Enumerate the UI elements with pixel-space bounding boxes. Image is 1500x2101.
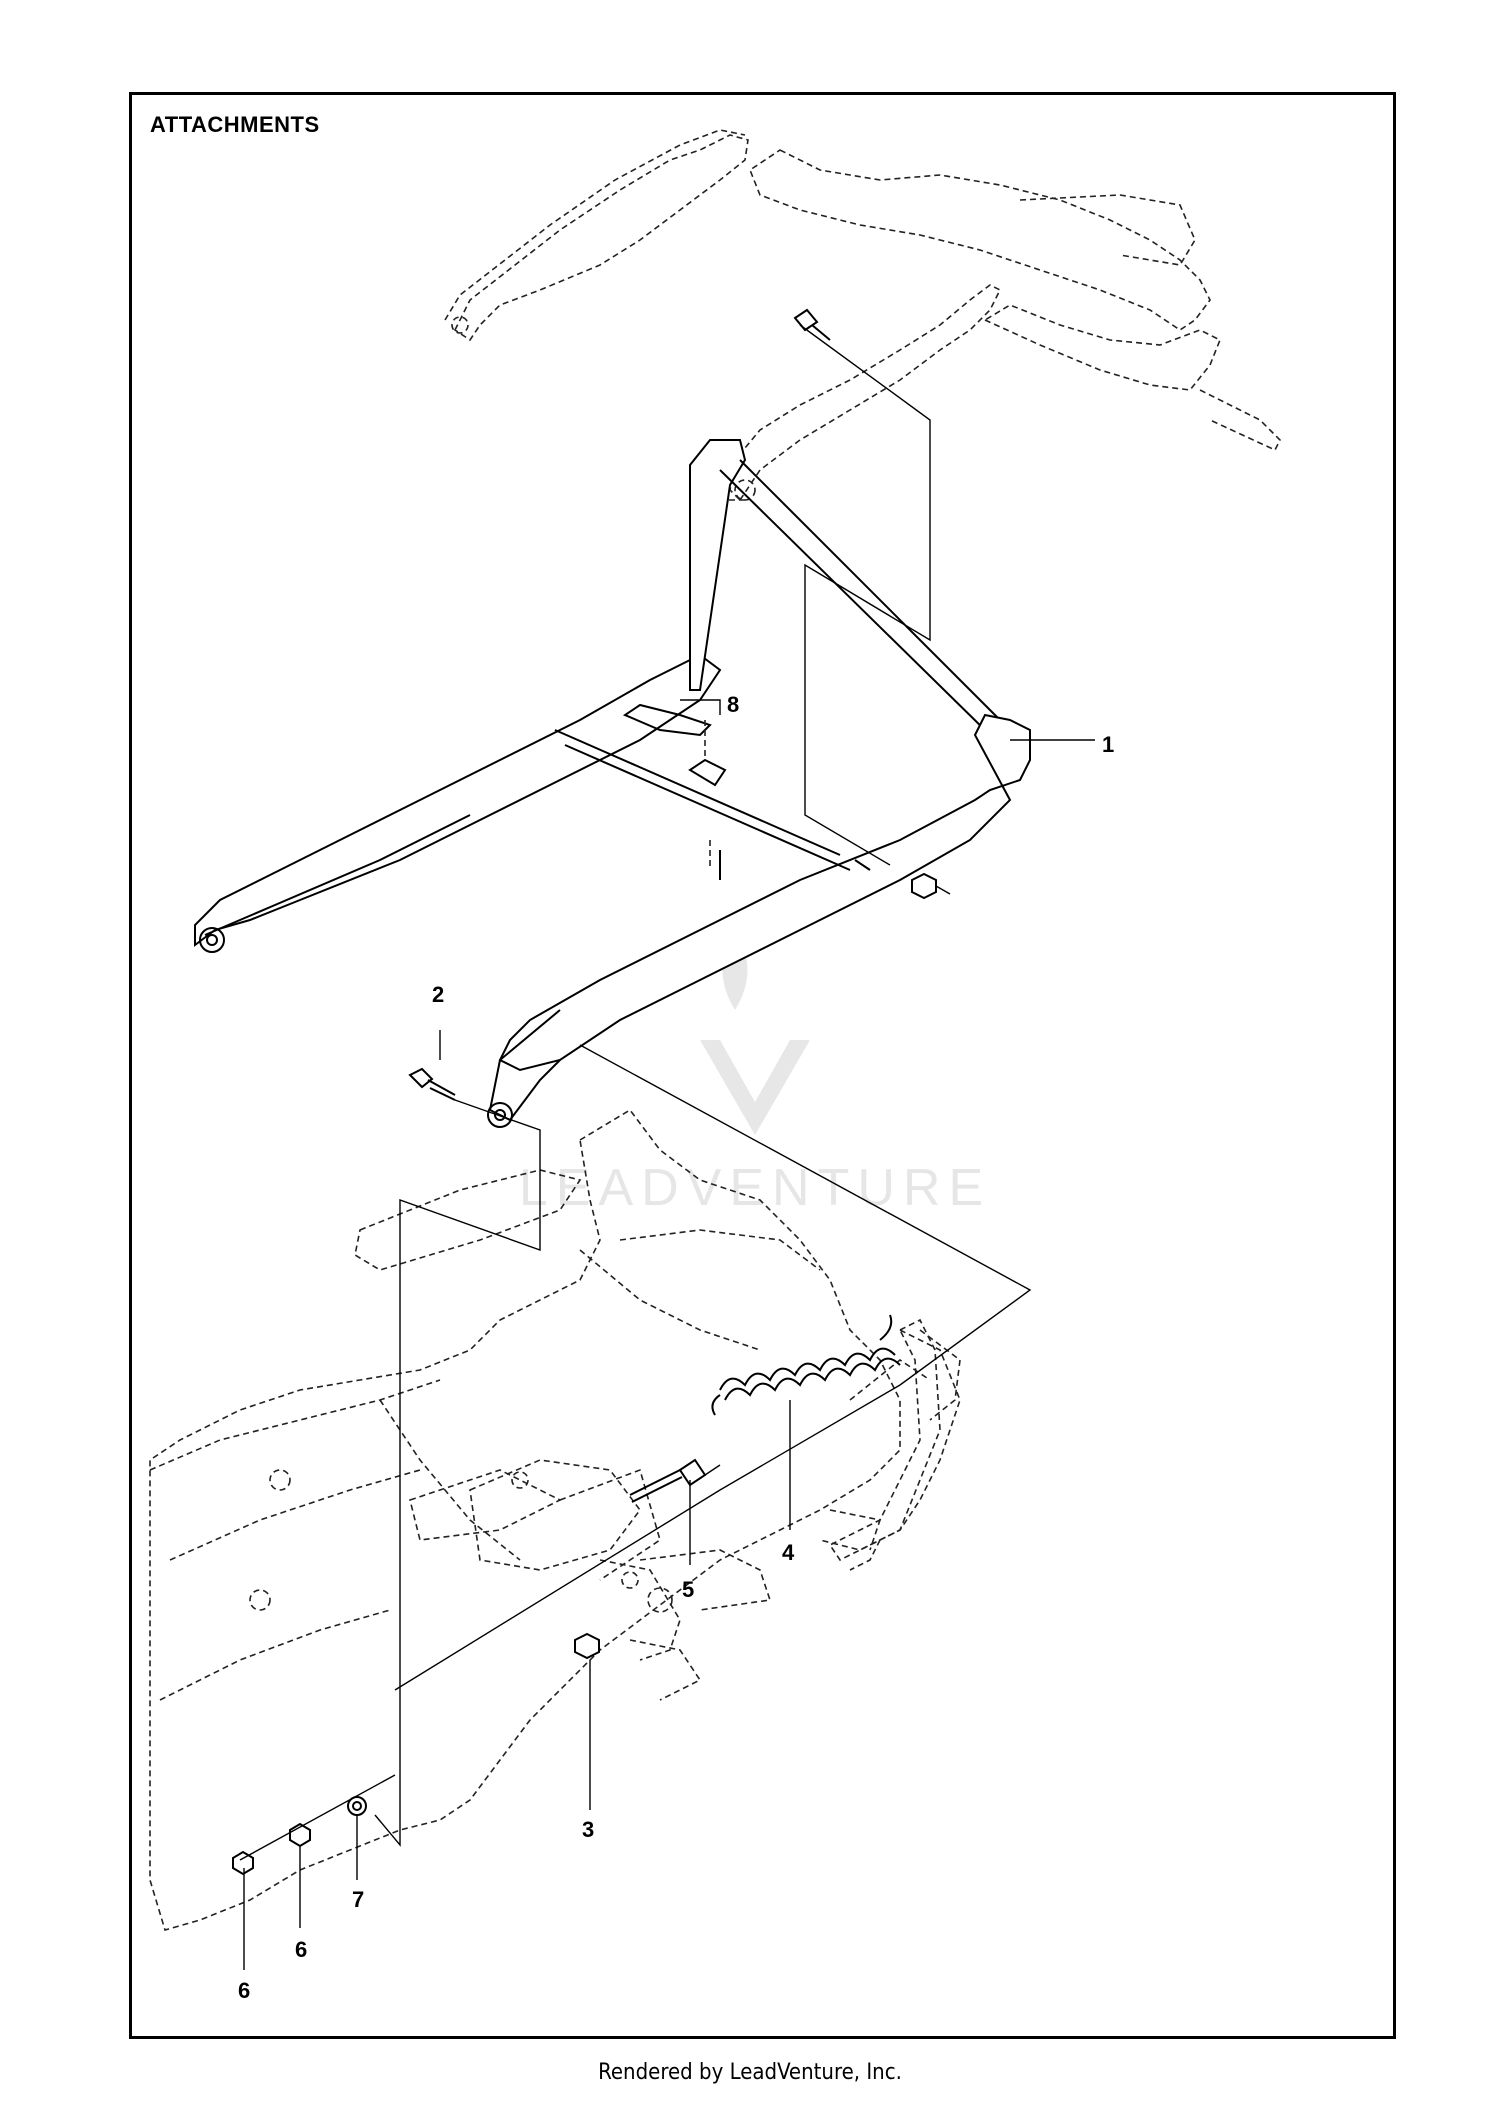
washer-7-icon xyxy=(347,1796,367,1816)
callout-5: 5 xyxy=(682,1577,694,1602)
flange-nut-3-icon xyxy=(574,1632,600,1660)
threaded-rod xyxy=(629,1458,721,1503)
watermark-v-icon xyxy=(700,1040,810,1135)
dashed-chassis xyxy=(149,1108,961,1931)
nut-6a-icon xyxy=(232,1850,254,1876)
watermark-text: LEADVENTURE xyxy=(519,1159,991,1217)
dashed-upper-frame xyxy=(444,129,1281,502)
footer-credit: Rendered by LeadVenture, Inc. xyxy=(598,2060,902,2085)
flange-nut-top-icon xyxy=(911,872,951,900)
diagram-frame xyxy=(129,92,1396,2039)
watermark: LEADVENTURE xyxy=(519,930,991,1217)
bolt-2-icon xyxy=(408,1067,456,1101)
dashed-lift-lever xyxy=(828,1318,961,1571)
callout-8: 8 xyxy=(727,692,739,717)
hair-pin-clip-icon xyxy=(622,703,727,870)
callout-6b: 6 xyxy=(295,1937,307,1962)
callout-6a: 6 xyxy=(238,1978,250,2003)
leader-lines xyxy=(239,324,1095,1970)
diagram-title: ATTACHMENTS xyxy=(150,112,320,137)
extension-spring xyxy=(711,1314,901,1416)
callout-1: 1 xyxy=(1102,732,1114,757)
callout-2: 2 xyxy=(432,982,444,1007)
callout-labels: 1 2 3 4 5 6 6 7 8 xyxy=(238,692,1114,2003)
callout-4: 4 xyxy=(782,1540,795,1565)
callout-3: 3 xyxy=(582,1817,594,1842)
lift-frame xyxy=(194,439,1031,1128)
callout-7: 7 xyxy=(352,1887,364,1912)
